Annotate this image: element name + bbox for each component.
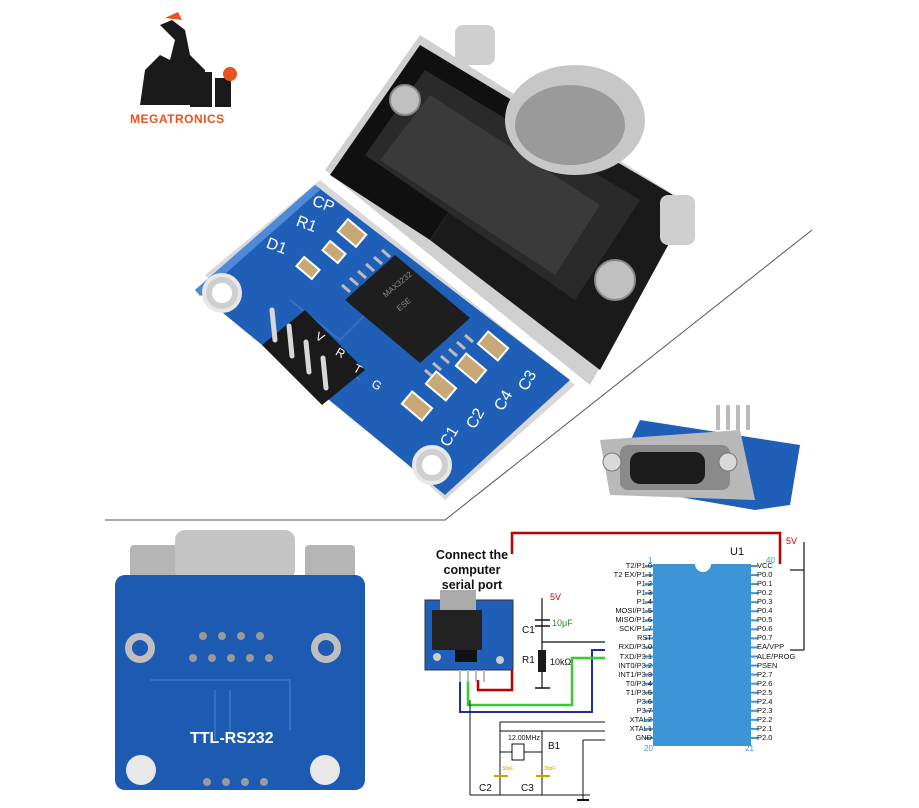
secondary-product-photo xyxy=(600,405,800,510)
blue-wire xyxy=(459,649,605,713)
u1-left-pin-19: XTAL1 xyxy=(629,723,652,733)
r1-label: R1 xyxy=(522,655,535,666)
u1-right-pin-27: P2.6 xyxy=(757,678,773,688)
c3-value: 30pF xyxy=(544,766,556,772)
board-back-photo xyxy=(115,530,365,790)
u1-left-pin-11: TXD/P3.1 xyxy=(619,651,652,661)
u1-left-pin-2: T2 EX/P1.1 xyxy=(613,570,652,580)
smd-capacitors xyxy=(295,217,510,422)
u1-right-pin-28: P2.7 xyxy=(757,669,773,679)
r1-value: 10kΩ xyxy=(550,657,572,667)
u1-left-pin-17: P3.7 xyxy=(636,705,652,715)
u1-right-pin-34: P0.5 xyxy=(757,615,773,625)
u1-right-pin-31: EA/VPP xyxy=(757,642,785,652)
u1-ic-body xyxy=(653,564,751,746)
u1-right-pin-37: P0.2 xyxy=(757,588,773,598)
u1-left-pin-10: RXD/P3.0 xyxy=(618,642,652,652)
u1-right-pin-39: P0.0 xyxy=(757,570,773,580)
c1-label: C1 xyxy=(522,625,535,636)
u1-left-pin-18: XTAL2 xyxy=(629,714,652,724)
u1-left-pin-5: P1.4 xyxy=(636,597,652,607)
u1-right-pin-35: P0.4 xyxy=(757,606,773,616)
u1-left-pin-15: T1/P3.5 xyxy=(625,687,652,697)
c2-value: 30pF xyxy=(502,766,514,772)
u1-right-pin-32: P0.7 xyxy=(757,633,773,643)
logo-graphic xyxy=(140,12,237,107)
u1-right-pin-29: PSEN xyxy=(757,660,778,670)
u1-left-pin-13: INT1/P3.3 xyxy=(618,669,652,679)
u1-left-pin-4: P1.3 xyxy=(636,588,652,598)
u1-left-pin-20: GND xyxy=(635,732,652,742)
schematic-diagram xyxy=(424,531,805,801)
pin-1-number: 1 xyxy=(648,556,653,565)
u1-left-pin-12: INT0/P3.2 xyxy=(618,660,652,670)
db9-connector xyxy=(325,25,695,385)
u1-right-pin-22: P2.1 xyxy=(757,723,773,733)
red-wire xyxy=(510,531,782,564)
u1-left-pin-8: SCK/P1.7 xyxy=(619,624,652,634)
u1-left-pin-7: MISO/P1.6 xyxy=(615,615,652,625)
c1-value: 10μF xyxy=(552,618,573,628)
pcb-board-top xyxy=(195,180,575,500)
u1-right-pin-33: P0.6 xyxy=(757,624,773,634)
u1-left-pin-14: T0/P3.4 xyxy=(625,678,652,688)
max3232-chip xyxy=(341,248,474,379)
u1-right-pin-21: P2.0 xyxy=(757,732,773,742)
u1-left-pin-16: P3.6 xyxy=(636,696,652,706)
u1-right-pin-40: VCC xyxy=(757,561,773,570)
connect-serial-label: Connect the computer serial port xyxy=(435,548,509,592)
pin-20-number: 20 xyxy=(644,744,653,753)
u1-right-pin-23: P2.2 xyxy=(757,714,773,724)
b1-label: B1 xyxy=(548,741,561,752)
header-pins xyxy=(262,307,365,405)
divider-line-diagonal xyxy=(444,229,813,521)
c3-label: C3 xyxy=(521,783,534,794)
u1-right-pin-26: P2.5 xyxy=(757,687,773,697)
pin-40-number: 40 xyxy=(766,556,775,565)
ttl-rs232-label: TTL-RS232 xyxy=(190,730,274,747)
u1-left-pin-1: T2/P1.0 xyxy=(625,561,652,570)
vcc-5v-right: 5V xyxy=(786,536,798,546)
green-wire xyxy=(466,656,605,707)
u1-left-pin-6: MOSI/P1.5 xyxy=(615,606,652,616)
brand-name: MEGATRONICS xyxy=(130,112,225,126)
u1-right-pin-30: ALE/PROG xyxy=(757,651,796,661)
crystal-value: 12.00MHz xyxy=(508,735,540,742)
u1-label: U1 xyxy=(730,546,745,558)
u1-right-pin-24: P2.3 xyxy=(757,705,773,715)
pin-21-number: 21 xyxy=(745,744,754,753)
u1-right-pin-36: P0.3 xyxy=(757,597,773,607)
c2-label: C2 xyxy=(479,783,492,794)
u1-left-pin-9: RST xyxy=(637,633,652,643)
vcc-5v-left: 5V xyxy=(550,592,562,602)
u1-right-pin-38: P0.1 xyxy=(757,579,773,589)
u1-left-pin-3: P1.2 xyxy=(636,579,652,589)
u1-right-pin-25: P2.4 xyxy=(757,696,773,706)
